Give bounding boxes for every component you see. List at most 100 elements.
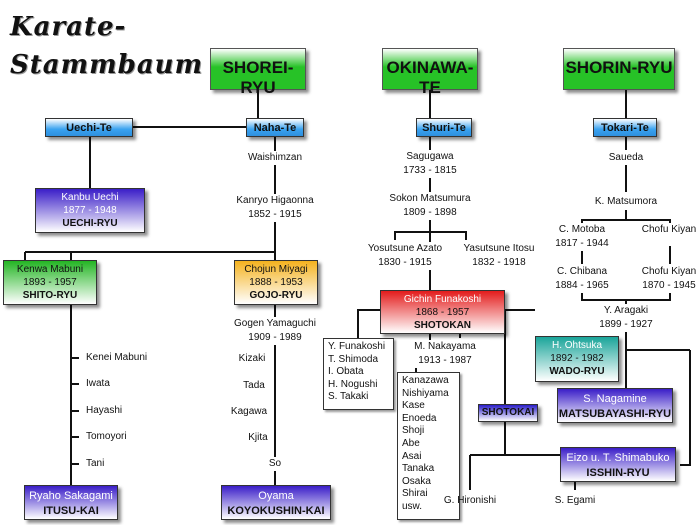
list-item: Y. Funakoshi — [328, 341, 386, 352]
matsumura-name: Sokon Matsumura — [389, 193, 471, 204]
higaonna-name: Kanryo Higaonna — [236, 195, 314, 206]
list-item: Kjita — [246, 431, 270, 445]
root-shorei-ryu: SHOREI-RYU — [210, 48, 306, 97]
list-item: Iwata — [86, 378, 110, 389]
shotokan-founder: Gichin Funakoshi — [403, 294, 482, 305]
label-kanryo-higaonna: Kanryo Higaonna 1852 - 1915 — [222, 194, 328, 222]
label-saueda: Saueda — [603, 151, 649, 165]
chibana-name: C. Chibana — [556, 266, 608, 277]
root-okinawa-te: OKINAWA-TE — [382, 48, 478, 97]
gojo-ryu-years: 1888 - 1953 — [249, 277, 303, 288]
list-item: H. Nogushi — [328, 378, 378, 390]
funakoshi-students-box: Y. Funakoshi T. Shimoda I. Obata H. Nogu… — [323, 338, 394, 410]
list-item: Enoeda — [402, 412, 437, 424]
uechi-ryu-years: 1877 - 1948 — [63, 205, 117, 216]
koyokushin-founder: Oyama — [258, 490, 294, 502]
koyokushin-style: KOYOKUSHIN-KAI — [227, 505, 325, 517]
yamaguchi-years: 1909 - 1989 — [248, 332, 302, 343]
node-itusu-kai: Ryaho Sakagami ITUSU-KAI — [24, 485, 118, 520]
list-item: S. Takaki — [328, 391, 369, 403]
shito-ryu-founder: Kenwa Mabuni — [16, 264, 84, 275]
label-sokon-matsumura: Sokon Matsumura 1809 - 1898 — [380, 192, 480, 220]
label-yosutsune-azato: Yosutsune Azato 1830 - 1915 — [360, 242, 450, 270]
te-naha: Naha-Te — [246, 118, 304, 137]
matsubayashi-style: MATSUBAYASHI-RYU — [558, 408, 672, 420]
kiyan2-name: Chofu Kiyan — [641, 266, 697, 277]
nakayama-students-box: Kanazawa Nishiyama Kase Enoeda Shoji Abe… — [397, 372, 460, 520]
nakayama-years: 1913 - 1987 — [418, 355, 472, 366]
isshin-style: ISSHIN-RYU — [586, 467, 650, 479]
shotokan-style: SHOTOKAN — [413, 320, 472, 331]
node-matsubayashi-ryu: S. Nagamine MATSUBAYASHI-RYU — [557, 388, 673, 423]
label-gogen-yamaguchi: Gogen Yamaguchi 1909 - 1989 — [222, 317, 328, 345]
list-item: Osaka — [402, 475, 431, 487]
itosu-name: Yasutsune Itosu — [463, 243, 535, 254]
sagugawa-years: 1733 - 1815 — [403, 165, 457, 176]
label-sagugawa: Sagugawa 1733 - 1815 — [395, 150, 465, 178]
gojo-ryu-style: GOJO-RYU — [249, 290, 303, 301]
list-item: Kenei Mabuni — [86, 352, 148, 363]
list-item: I. Obata — [328, 366, 364, 378]
wado-ryu-style: WADO-RYU — [549, 366, 605, 377]
list-item: Tani — [86, 458, 105, 469]
wado-ryu-founder: H. Ohtsuka — [551, 340, 603, 351]
label-c-motoba: C. Motoba 1817 - 1944 — [550, 223, 614, 251]
uechi-ryu-style: UECHI-RYU — [62, 218, 118, 229]
list-item: Nishiyama — [402, 387, 449, 399]
aragaki-name: Y. Aragaki — [603, 305, 649, 316]
nakayama-name: M. Nakayama — [414, 341, 476, 352]
label-hironishi: G. Hironishi — [443, 495, 497, 506]
wado-ryu-years: 1892 - 1982 — [550, 353, 604, 364]
matsubayashi-founder: S. Nagamine — [583, 393, 647, 405]
list-item: Tomoyori — [86, 431, 127, 442]
node-shotokan: Gichin Funakoshi 1868 - 1957 SHOTOKAN — [380, 290, 505, 334]
isshin-founder: Eizo u. T. Shimabuko — [566, 452, 670, 464]
list-item: Kase — [402, 400, 425, 412]
aragaki-years: 1899 - 1927 — [599, 319, 653, 330]
list-item: Hayashi — [86, 405, 123, 416]
label-c-chibana: C. Chibana 1884 - 1965 — [550, 265, 614, 293]
list-item: Kagawa — [228, 405, 270, 419]
label-egami: S. Egami — [554, 495, 596, 506]
chibana-years: 1884 - 1965 — [555, 280, 609, 291]
list-item: Shoji — [402, 425, 425, 437]
label-chofu-kiyan-2: Chofu Kiyan 1870 - 1945 — [638, 265, 700, 293]
label-yasutsune-itosu: Yasutsune Itosu 1832 - 1918 — [455, 242, 543, 270]
node-koyokushin-kai: Oyama KOYOKUSHIN-KAI — [221, 485, 331, 520]
label-chofu-kiyan-1: Chofu Kiyan — [638, 223, 700, 237]
azato-years: 1830 - 1915 — [378, 257, 432, 268]
shito-ryu-years: 1893 - 1957 — [23, 277, 77, 288]
label-k-matsumora: K. Matsumora — [586, 195, 666, 209]
itusu-kai-style: ITUSU-KAI — [43, 505, 99, 517]
shotokan-years: 1868 - 1957 — [415, 307, 470, 318]
page-title: Karate- — [10, 12, 127, 42]
list-item: usw. — [402, 500, 423, 512]
shito-ryu-style: SHITO-RYU — [22, 290, 78, 301]
te-tokari: Tokari-Te — [593, 118, 657, 137]
list-item: Asai — [402, 450, 422, 462]
node-shito-ryu: Kenwa Mabuni 1893 - 1957 SHITO-RYU — [3, 260, 97, 305]
list-item: Shirai — [402, 488, 428, 500]
root-shorin-ryu: SHORIN-RYU — [563, 48, 675, 90]
list-item: Kanazawa — [402, 375, 449, 386]
label-nakayama: M. Nakayama 1913 - 1987 — [400, 340, 490, 368]
gojo-ryu-founder: Chojun Miyagi — [244, 264, 308, 275]
list-item: Tada — [241, 379, 267, 393]
uechi-ryu-founder: Kanbu Uechi — [61, 192, 119, 203]
kiyan2-years: 1870 - 1945 — [642, 280, 696, 291]
azato-name: Yosutsune Azato — [367, 243, 443, 254]
list-item: Abe — [402, 437, 420, 449]
page-subtitle: Stammbaum — [10, 50, 204, 80]
node-shotokai: SHOTOKAI — [478, 404, 538, 422]
te-shuri: Shuri-Te — [416, 118, 472, 137]
itusu-kai-founder: Ryaho Sakagami — [29, 490, 113, 502]
label-y-aragaki: Y. Aragaki 1899 - 1927 — [590, 304, 662, 332]
te-uechi: Uechi-Te — [45, 118, 133, 137]
motoba-name: C. Motoba — [558, 224, 606, 235]
yamaguchi-name: Gogen Yamaguchi — [234, 318, 316, 329]
node-wado-ryu: H. Ohtsuka 1892 - 1982 WADO-RYU — [535, 336, 619, 382]
list-item: So — [267, 457, 283, 471]
list-item: Tanaka — [402, 463, 435, 475]
list-item: Kizaki — [238, 352, 266, 366]
itosu-years: 1832 - 1918 — [472, 257, 526, 268]
